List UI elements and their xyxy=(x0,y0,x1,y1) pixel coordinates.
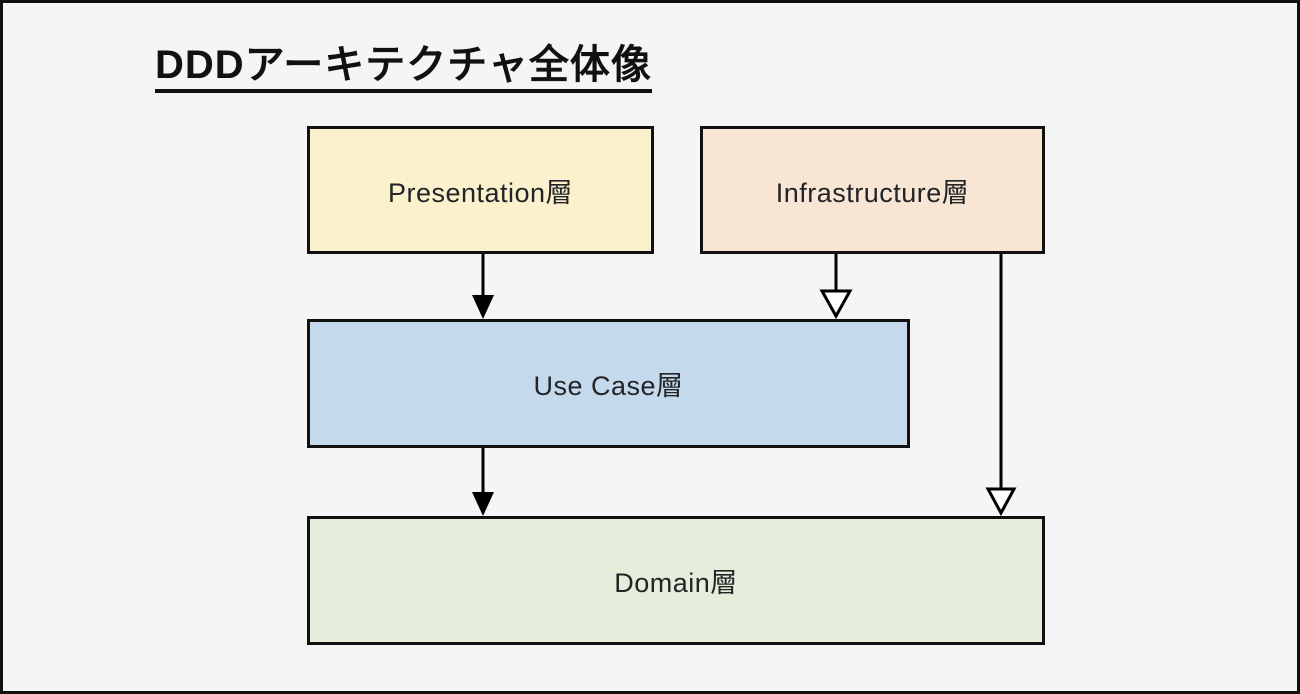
node-presentation-layer: Presentation層 xyxy=(307,126,654,254)
node-domain-layer: Domain層 xyxy=(307,516,1045,645)
edge-infrastructure-to-domain xyxy=(985,253,1017,517)
node-presentation-label: Presentation層 xyxy=(387,177,574,208)
edge-usecase-to-domain xyxy=(472,448,494,516)
edge-infrastructure-to-usecase xyxy=(819,253,853,320)
node-usecase-layer: Use Case層 xyxy=(307,319,910,448)
node-usecase-label: Use Case層 xyxy=(533,371,684,401)
open-arrowhead-icon xyxy=(819,289,853,320)
node-infrastructure-layer: Infrastructure層 xyxy=(700,126,1045,254)
page-title: DDDアーキテクチャ全体像 xyxy=(155,43,652,93)
solid-arrowhead-icon xyxy=(472,492,494,516)
edge-presentation-to-usecase xyxy=(472,253,494,319)
node-domain-label: Domain層 xyxy=(614,568,738,598)
node-infrastructure-label: Infrastructure層 xyxy=(775,177,970,208)
open-arrowhead-icon xyxy=(985,487,1017,517)
solid-arrowhead-icon xyxy=(472,295,494,319)
